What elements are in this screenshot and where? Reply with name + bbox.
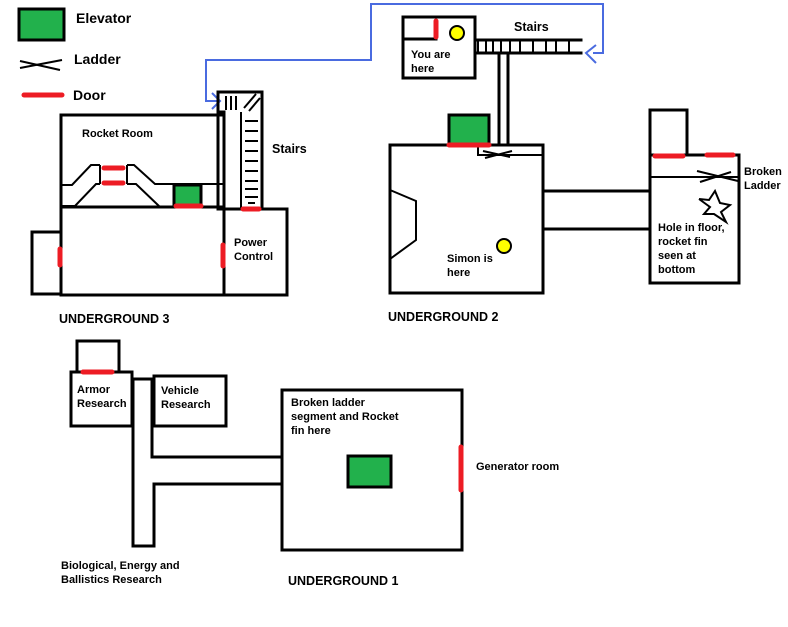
underground-1-title: UNDERGROUND 1 [288, 574, 399, 588]
underground-2-title: UNDERGROUND 2 [388, 310, 499, 324]
generator-room-label: Generator room [476, 461, 560, 473]
stairs-steps-ug3 [245, 120, 258, 204]
underground-3-title: UNDERGROUND 3 [59, 312, 170, 326]
power-control-label-2: Control [234, 251, 274, 263]
elevator-ug2 [447, 113, 491, 147]
underground-1-map [69, 339, 464, 552]
armor-research-label-1: Armor [77, 384, 111, 396]
you-are-here-label-1: You are [411, 49, 451, 61]
power-control-label-1: Power [234, 237, 268, 249]
hole-label-3: seen at [658, 250, 696, 262]
legend [17, 7, 66, 98]
main-room-label-1: Broken ladder [291, 397, 365, 409]
elevator-ug1 [346, 454, 393, 489]
simon-label-1: Simon is [447, 253, 493, 265]
you-are-here-label-2: here [411, 63, 435, 75]
legend-elevator-icon [17, 7, 66, 42]
simon-marker [496, 238, 512, 254]
main-room-label-3: fin here [291, 425, 331, 437]
hole-label-4: bottom [658, 264, 696, 276]
legend-door-label: Door [73, 87, 106, 103]
ug3-stairs-label: Stairs [272, 142, 307, 156]
ladder-ug2 [482, 150, 513, 159]
you-are-here-marker [449, 25, 465, 41]
armor-research-label-2: Research [77, 398, 127, 410]
legend-ladder-label: Ladder [74, 51, 121, 67]
broken-ladder-label-2: Ladder [744, 180, 781, 192]
stairs-steps-ug2 [477, 40, 570, 53]
rocket-room-label: Rocket Room [82, 128, 153, 140]
legend-ladder-icon [19, 59, 63, 71]
broken-ladder-label-1: Broken [744, 166, 782, 178]
vehicle-research-label-2: Research [161, 399, 211, 411]
vehicle-research-label-1: Vehicle [161, 385, 199, 397]
underground-3-map [30, 90, 289, 297]
broken-ladder-icon [696, 170, 739, 183]
simon-label-2: here [447, 267, 471, 279]
main-room-label-2: segment and Rocket [291, 411, 399, 423]
legend-elevator-label: Elevator [76, 10, 132, 26]
underground-2-map [388, 15, 741, 295]
elevator-ug3 [172, 183, 203, 208]
hole-star-icon [698, 188, 733, 225]
ug2-stairs-label: Stairs [514, 20, 549, 34]
route-arrow [205, 3, 604, 110]
hole-label-2: rocket fin [658, 236, 708, 248]
bio-research-label-1: Biological, Energy and [61, 560, 180, 572]
hole-label-1: Hole in floor, [658, 222, 725, 234]
bio-research-label-2: Ballistics Research [61, 574, 162, 586]
